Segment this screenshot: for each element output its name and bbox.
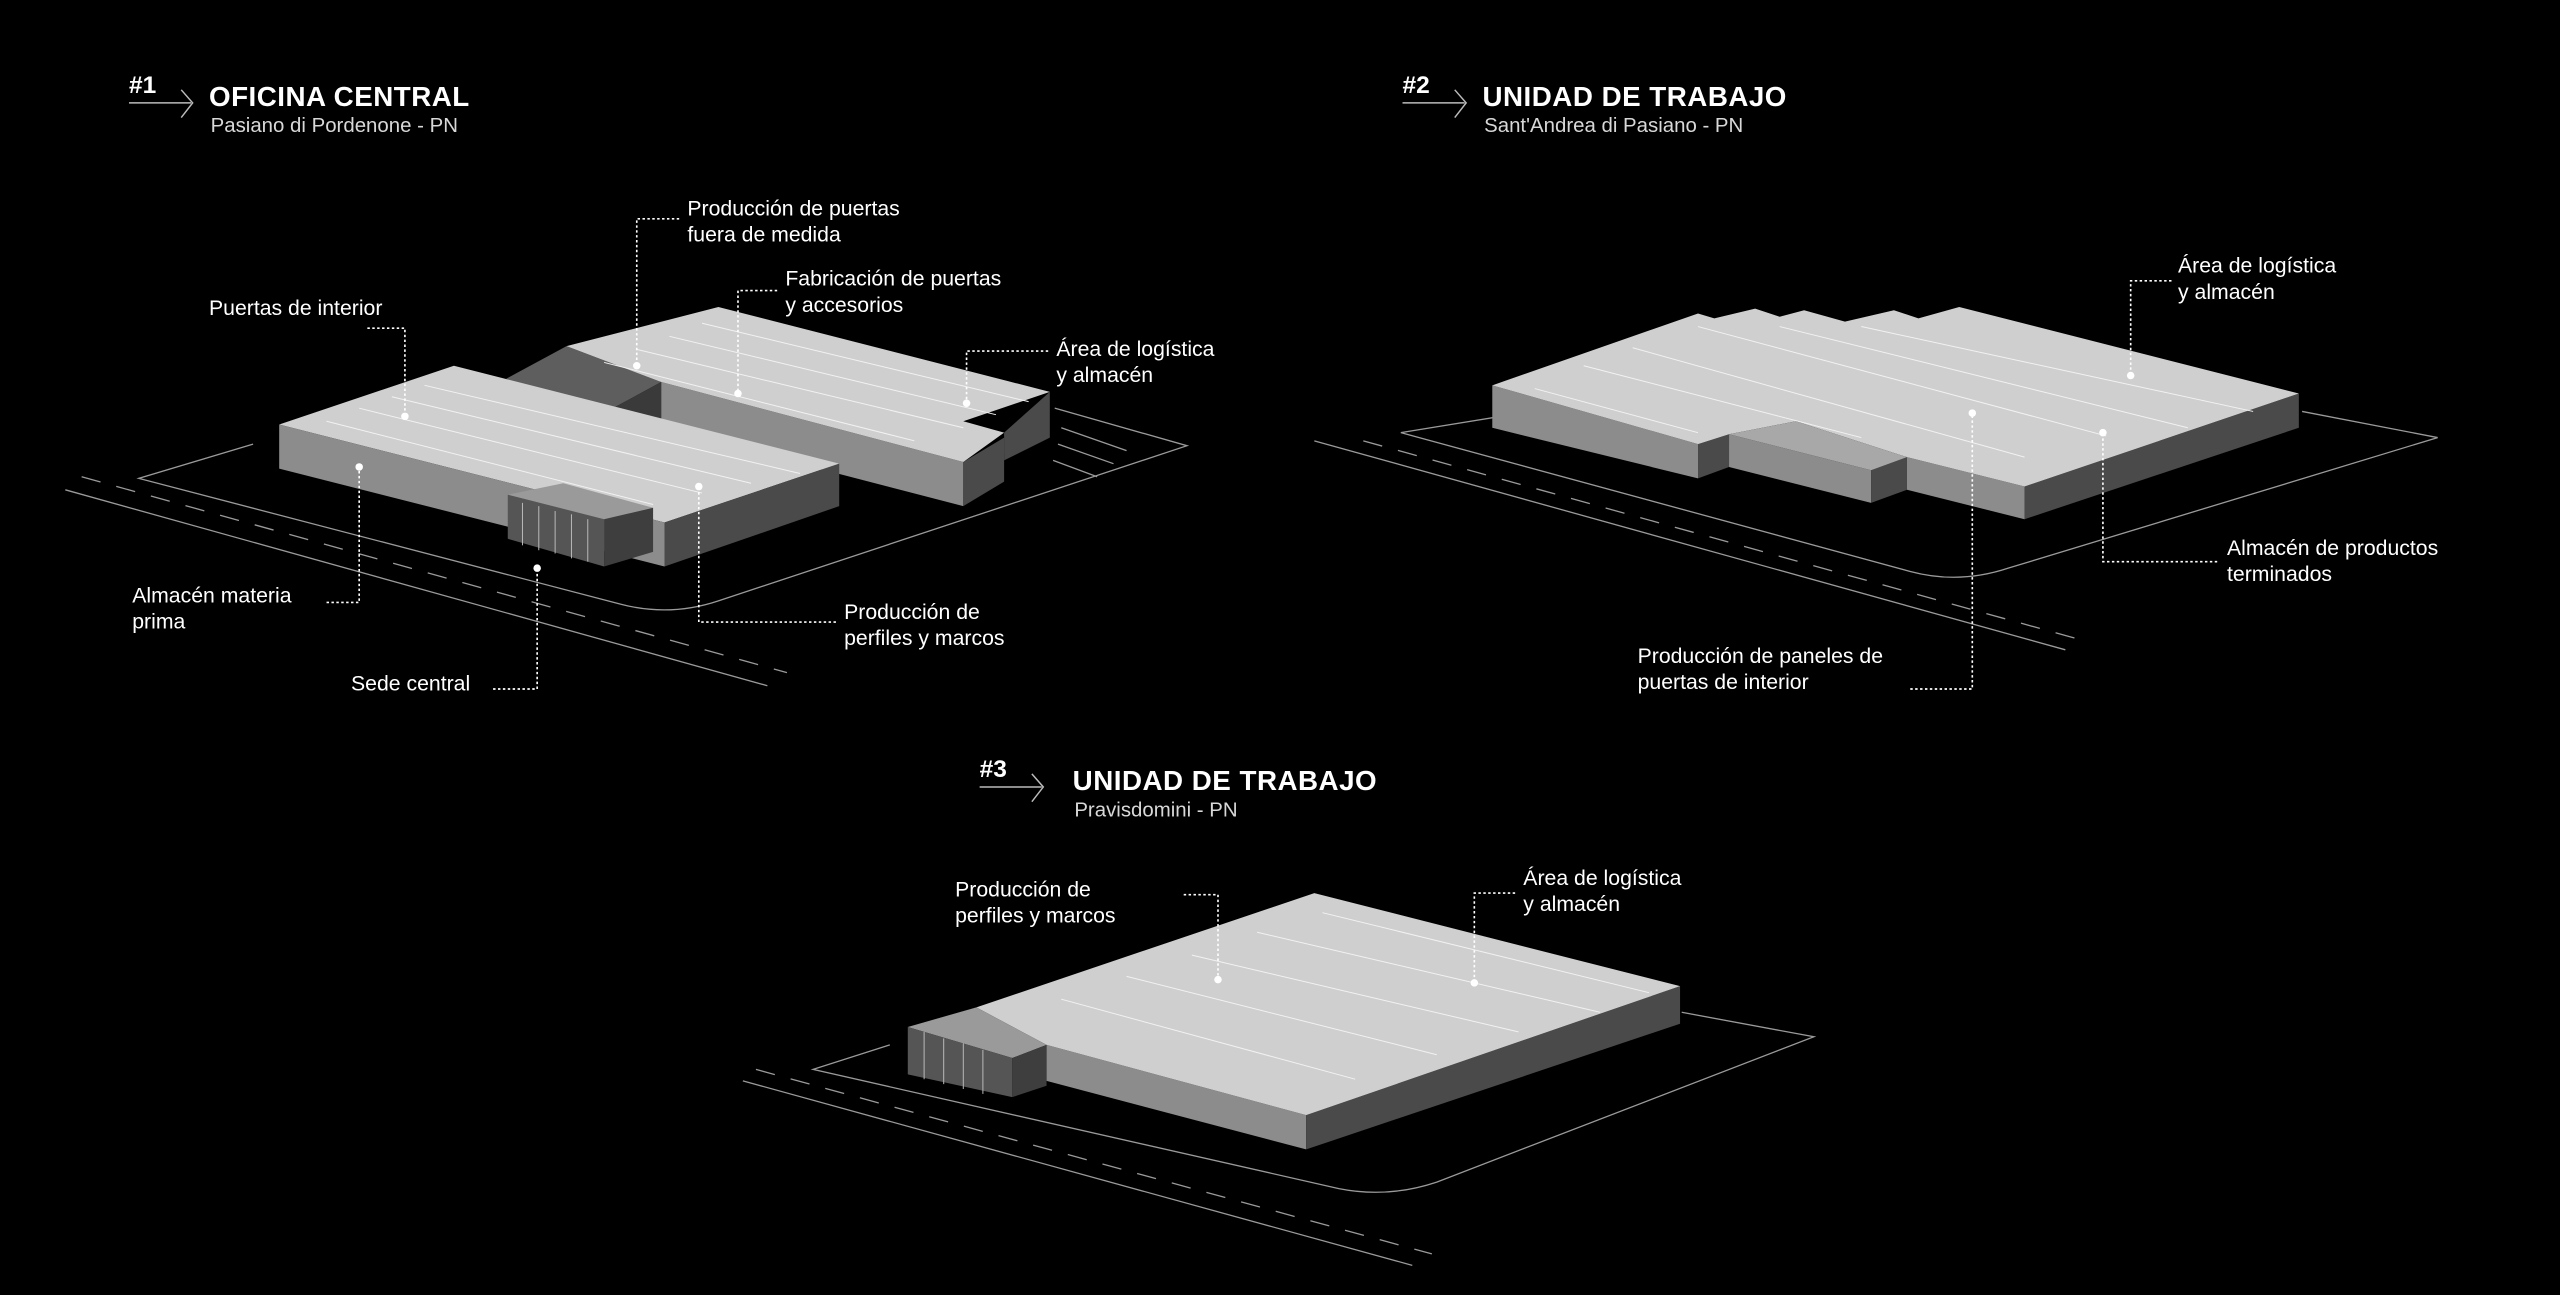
arrow-icon-2 [1402, 89, 1468, 119]
lot-outline-3 [810, 1011, 1817, 1193]
site-title: UNIDAD DE TRABAJO [1072, 765, 1378, 797]
area-label: Sede central [351, 671, 471, 696]
site-number: #1 [128, 71, 157, 100]
lot-outline-2 [1400, 407, 2438, 578]
road-center-2 [1363, 440, 2082, 641]
site-number: #3 [979, 755, 1007, 784]
site-title: OFICINA CENTRAL [208, 81, 470, 113]
site-subtitle: Pasiano di Pordenone - PN [210, 114, 458, 138]
site-title: UNIDAD DE TRABAJO [1482, 81, 1787, 113]
arrow-icon-1 [128, 89, 194, 119]
building-3 [907, 893, 1681, 1150]
site-subtitle: Sant'Andrea di Pasiano - PN [1484, 114, 1744, 138]
lot-outline-1 [136, 407, 1190, 611]
site-number: #2 [1402, 71, 1430, 100]
road-center-1 [81, 476, 788, 674]
building-1 [279, 306, 1050, 567]
road-edge-3 [742, 1080, 1413, 1266]
road-edge-1 [65, 489, 768, 687]
site-subtitle: Pravisdomini - PN [1074, 798, 1238, 822]
road-center-3 [755, 1068, 1433, 1255]
arrow-icon-3 [979, 773, 1045, 803]
building-2 [1492, 306, 2299, 520]
area-label: Puertas de interior [208, 295, 383, 321]
marker-dots [355, 361, 2135, 987]
road-edge-2 [1314, 440, 2066, 651]
